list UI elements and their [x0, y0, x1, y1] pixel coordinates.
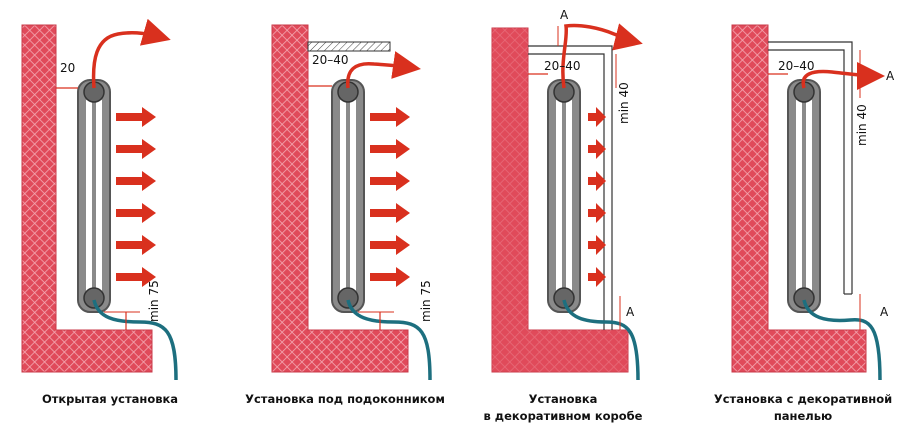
- radiator: [787, 79, 821, 313]
- top-label: A: [560, 8, 569, 22]
- wall-texture: [492, 28, 628, 372]
- windowsill: [307, 41, 391, 52]
- cold-water-pipe: [92, 299, 178, 381]
- side-label: min 40: [855, 104, 869, 146]
- decorative-panel: [768, 41, 853, 295]
- bottom-label: min 75: [419, 280, 433, 322]
- panel-under-windowsill: 20–40 min 75 Установка под подоконником: [245, 24, 445, 406]
- side-label: min 40: [617, 82, 631, 124]
- caption: Установка под подоконником: [245, 392, 445, 406]
- cold-water-pipe: [346, 299, 432, 381]
- cold-water-pipe: [802, 299, 882, 381]
- hot-water-pipe: [561, 23, 643, 89]
- wall: [731, 24, 867, 373]
- bottom-label: min 75: [147, 280, 161, 322]
- hot-water-pipe: [91, 18, 171, 89]
- top-label: A: [886, 69, 895, 83]
- wall: [271, 24, 409, 373]
- radiator: [331, 79, 365, 313]
- gap-label: 20–40: [778, 59, 815, 73]
- gap-label: 20: [60, 61, 75, 75]
- heat-arrows: [588, 107, 606, 287]
- radiator: [547, 79, 581, 313]
- caption-line-2: панелью: [774, 409, 832, 423]
- cold-water-pipe: [562, 299, 640, 381]
- wall: [21, 24, 153, 373]
- caption-line-2: в декоративном коробе: [484, 409, 643, 423]
- gap-label: 20–40: [544, 59, 581, 73]
- decorative-box: [528, 45, 613, 330]
- caption: Открытая установка: [42, 392, 178, 406]
- heat-arrows: [370, 107, 410, 287]
- heat-arrows: [116, 107, 156, 287]
- panel-decorative-box: 20–40 A min 40 A Установка в декоративно…: [484, 8, 643, 423]
- hot-water-pipe: [801, 61, 885, 90]
- gap-label: 20–40: [312, 53, 349, 67]
- radiator: [77, 79, 111, 313]
- hot-water-pipe: [346, 51, 421, 89]
- panel-open-installation: 20 min 75 Открытая установка: [21, 18, 178, 406]
- caption-line-1: Установка с декоративной: [714, 392, 892, 406]
- panel-decorative-panel: 20–40 A min 40 A Установка с декоративно…: [714, 24, 895, 423]
- bottom-label: A: [626, 305, 635, 319]
- caption-line-1: Установка: [529, 392, 598, 406]
- bottom-label: A: [880, 305, 889, 319]
